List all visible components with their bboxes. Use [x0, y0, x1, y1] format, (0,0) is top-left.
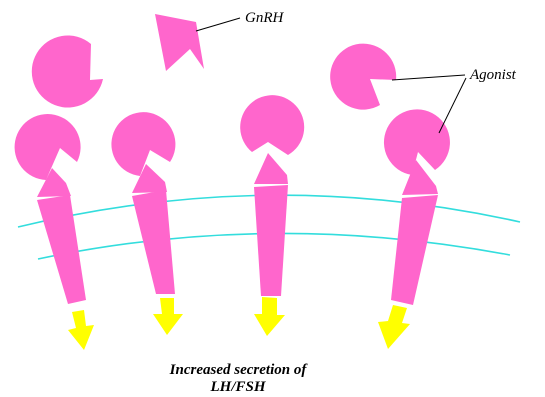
signal-arrow	[153, 298, 183, 335]
receptor-2	[111, 112, 183, 335]
caption-line-1: Increased secretion of	[169, 362, 309, 378]
receptor-1	[15, 114, 94, 350]
receptor-body	[391, 195, 438, 305]
receptor-bound-agonist	[15, 114, 81, 180]
signal-arrow	[68, 310, 94, 350]
receptor-body	[37, 195, 86, 304]
free-gnrh	[155, 14, 204, 71]
free-agonist-right	[330, 44, 396, 110]
caption-line-2: LH/FSH	[209, 379, 266, 395]
agonist-leader-line-2	[439, 78, 466, 133]
receptor-3	[240, 95, 304, 336]
signal-arrow	[254, 297, 285, 336]
gnrh-label: GnRH	[245, 10, 284, 26]
free-agonist-left	[32, 36, 103, 108]
receptor-head	[254, 153, 288, 184]
receptor-bound-agonist	[111, 112, 175, 176]
gnrh-leader-line	[196, 18, 240, 31]
signal-arrow	[378, 305, 410, 349]
receptor-bound-agonist	[240, 95, 304, 155]
receptor-4	[378, 109, 450, 349]
agonist-leader-line-1	[392, 75, 465, 80]
receptor-body	[254, 185, 288, 296]
agonist-label: Agonist	[469, 67, 517, 83]
